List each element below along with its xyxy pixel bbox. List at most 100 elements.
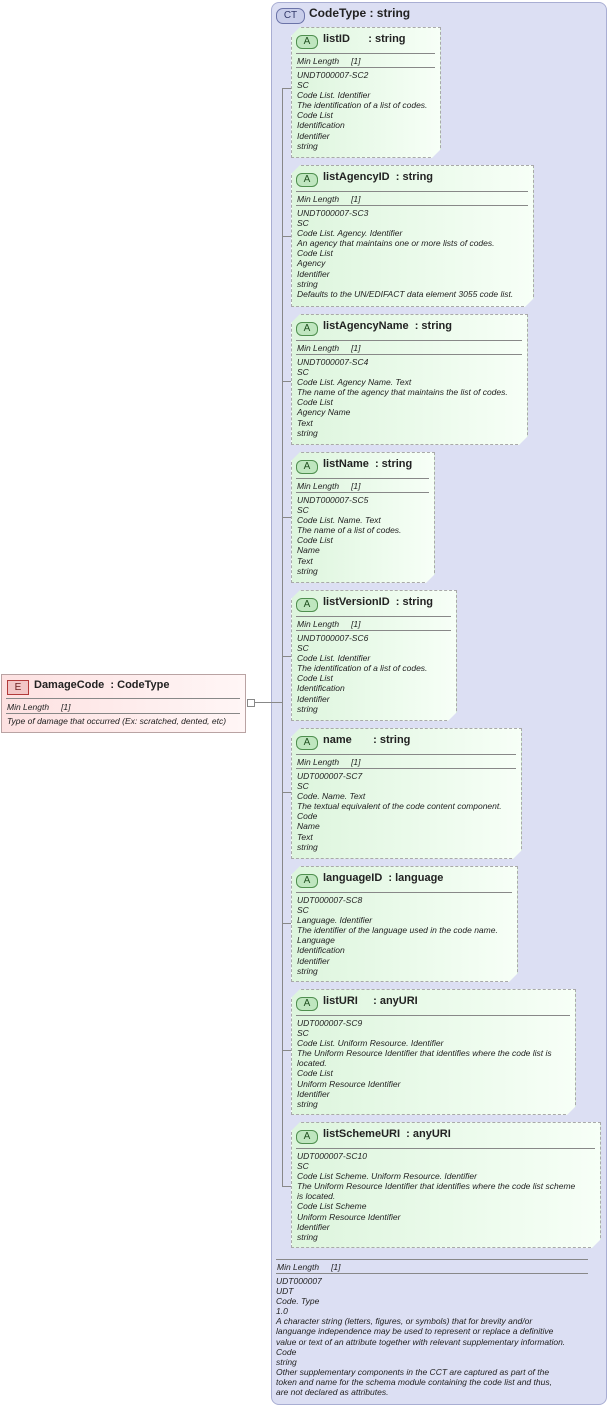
doc-line: Agency Name (297, 407, 351, 418)
attribute-box-listname[interactable]: A listName : string Min Length[1] UNDT00… (291, 452, 435, 583)
min-length-facet: Min Length[1] (297, 194, 361, 204)
doc-line: Code (276, 1346, 297, 1357)
attribute-doc: UNDT000007-SC6 SC Code List. Identifier … (297, 633, 427, 714)
doc-line: Code (297, 811, 318, 822)
doc-line: string (297, 703, 318, 714)
attribute-name: listSchemeURI : anyURI (323, 1128, 451, 1140)
attribute-doc: UDT000007-SC7 SC Code. Name. Text The te… (297, 771, 502, 852)
doc-line: located. (297, 1058, 327, 1069)
doc-line: token and name for the schema module con… (276, 1376, 552, 1387)
doc-line: The identification of a list of codes. (297, 663, 428, 674)
facet-value: [1] (351, 481, 361, 491)
doc-line: Code List Scheme (297, 1201, 367, 1212)
doc-line: are not declared as attributes. (276, 1387, 389, 1398)
attribute-badge: A (296, 173, 318, 187)
ct-min-length-facet: Min Length [1] (277, 1262, 341, 1272)
facet-label: Min Length (297, 757, 340, 767)
attribute-name: languageID : language (323, 872, 444, 884)
attribute-name: name : string (323, 734, 411, 746)
doc-line: string (297, 1231, 318, 1242)
attribute-box-listversionid[interactable]: A listVersionID : string Min Length[1] U… (291, 590, 457, 721)
doc-line: Code List. Uniform Resource. Identifier (297, 1038, 444, 1049)
doc-line: Code List (297, 397, 333, 408)
doc-line: Text (297, 555, 313, 566)
expand-collapse-connector[interactable] (247, 699, 255, 707)
doc-line: Identifier (297, 1088, 330, 1099)
facet-label: Min Length (277, 1262, 320, 1272)
attribute-badge: A (296, 1130, 318, 1144)
element-box-damagecode[interactable]: E DamageCode : CodeType Min Length[1] Ty… (1, 674, 246, 733)
doc-line: Uniform Resource Identifier (297, 1078, 401, 1089)
attribute-doc: UNDT000007-SC4 SC Code List. Agency Name… (297, 357, 508, 438)
doc-line: The textual equivalent of the code conte… (297, 801, 502, 812)
doc-line: string (297, 140, 318, 151)
doc-line: string (297, 565, 318, 576)
tree-branch (282, 88, 292, 89)
element-min-length-facet: Min Length[1] (7, 702, 71, 712)
doc-line: string (276, 1356, 297, 1367)
tree-branch (282, 656, 292, 657)
min-length-facet: Min Length [1] (297, 343, 361, 353)
attribute-name: listID : string (323, 33, 406, 45)
min-length-facet: Min Length[1] (297, 619, 361, 629)
separator (296, 492, 429, 493)
facet-value: [1] (351, 343, 361, 353)
separator (296, 53, 435, 54)
complex-type-title: CodeType : string (309, 6, 411, 20)
doc-line: Code. Type (276, 1296, 320, 1307)
doc-line: UDT000007-SC8 (297, 895, 363, 905)
doc-line: The identification of a list of codes. (297, 100, 428, 111)
facet-label: Min Length (297, 56, 340, 66)
min-length-facet: Min Length [1] (297, 481, 361, 491)
doc-line: Code List. Agency Name. Text (297, 377, 412, 388)
doc-line: SC (297, 1161, 309, 1172)
attribute-box-languageid[interactable]: A languageID : language UDT000007-SC8 SC… (291, 866, 518, 982)
facet-value: [1] (331, 1262, 341, 1272)
min-length-facet: Min Length [1] (297, 56, 361, 66)
attribute-box-name[interactable]: A name : string Min Length[1] UDT000007-… (291, 728, 522, 859)
attribute-box-listid[interactable]: A listID : string Min Length[1] UNDT0000… (291, 27, 441, 158)
doc-line: UDT000007-SC10 (297, 1151, 367, 1161)
attribute-name: listURI : anyURI (323, 995, 418, 1007)
attribute-doc: UDT000007-SC9 SC Code List. Uniform Reso… (297, 1018, 552, 1109)
facet-label: Min Length (297, 619, 340, 629)
attribute-doc: UDT000007-SC10 SC Code List Scheme. Unif… (297, 1151, 575, 1242)
doc-line: Code List (297, 535, 333, 546)
doc-line: Identification (297, 945, 345, 956)
attribute-box-listschemeuri[interactable]: A listSchemeURI : anyURI UDT000007-SC10 … (291, 1122, 601, 1248)
facet-value: [1] (351, 56, 361, 66)
doc-line: string (297, 841, 318, 852)
attribute-badge: A (296, 322, 318, 336)
attribute-name: listAgencyID : string (323, 171, 434, 183)
separator (296, 1148, 595, 1149)
tree-branch (282, 1186, 292, 1187)
separator (296, 754, 516, 755)
facet-label: Min Length (297, 481, 340, 491)
doc-line: SC (297, 367, 309, 378)
separator (296, 768, 516, 769)
attribute-name: listAgencyName : string (323, 320, 452, 332)
attribute-doc: UNDT000007-SC3 SC Code List. Agency. Ide… (297, 208, 513, 299)
doc-line: SC (297, 905, 309, 916)
connector-line (254, 702, 283, 703)
element-name: DamageCode : CodeType (34, 679, 170, 691)
attribute-box-listagencyid[interactable]: A listAgencyID : string Min Length[1] UN… (291, 165, 534, 307)
doc-line: Text (297, 417, 313, 428)
separator (296, 340, 522, 341)
doc-line: Identification (297, 120, 345, 131)
facet-value: [1] (61, 702, 71, 712)
doc-line: Code List. Identifier (297, 653, 371, 664)
separator (296, 191, 528, 192)
doc-line: The name of a list of codes. (297, 525, 402, 536)
attribute-box-listuri[interactable]: A listURI : anyURI UDT000007-SC9 SC Code… (291, 989, 576, 1115)
doc-line: Name (297, 821, 320, 832)
facet-label: Min Length (297, 343, 340, 353)
attribute-box-listagencyname[interactable]: A listAgencyName : string Min Length[1] … (291, 314, 528, 445)
doc-line: SC (297, 1028, 309, 1039)
doc-line: Code List. Identifier (297, 90, 371, 101)
doc-line: UNDT000007-SC3 (297, 208, 369, 218)
doc-line: Code List (297, 248, 333, 259)
doc-line: The Uniform Resource Identifier that ide… (297, 1048, 552, 1059)
doc-line: An agency that maintains one or more lis… (297, 238, 495, 249)
separator (6, 698, 240, 699)
